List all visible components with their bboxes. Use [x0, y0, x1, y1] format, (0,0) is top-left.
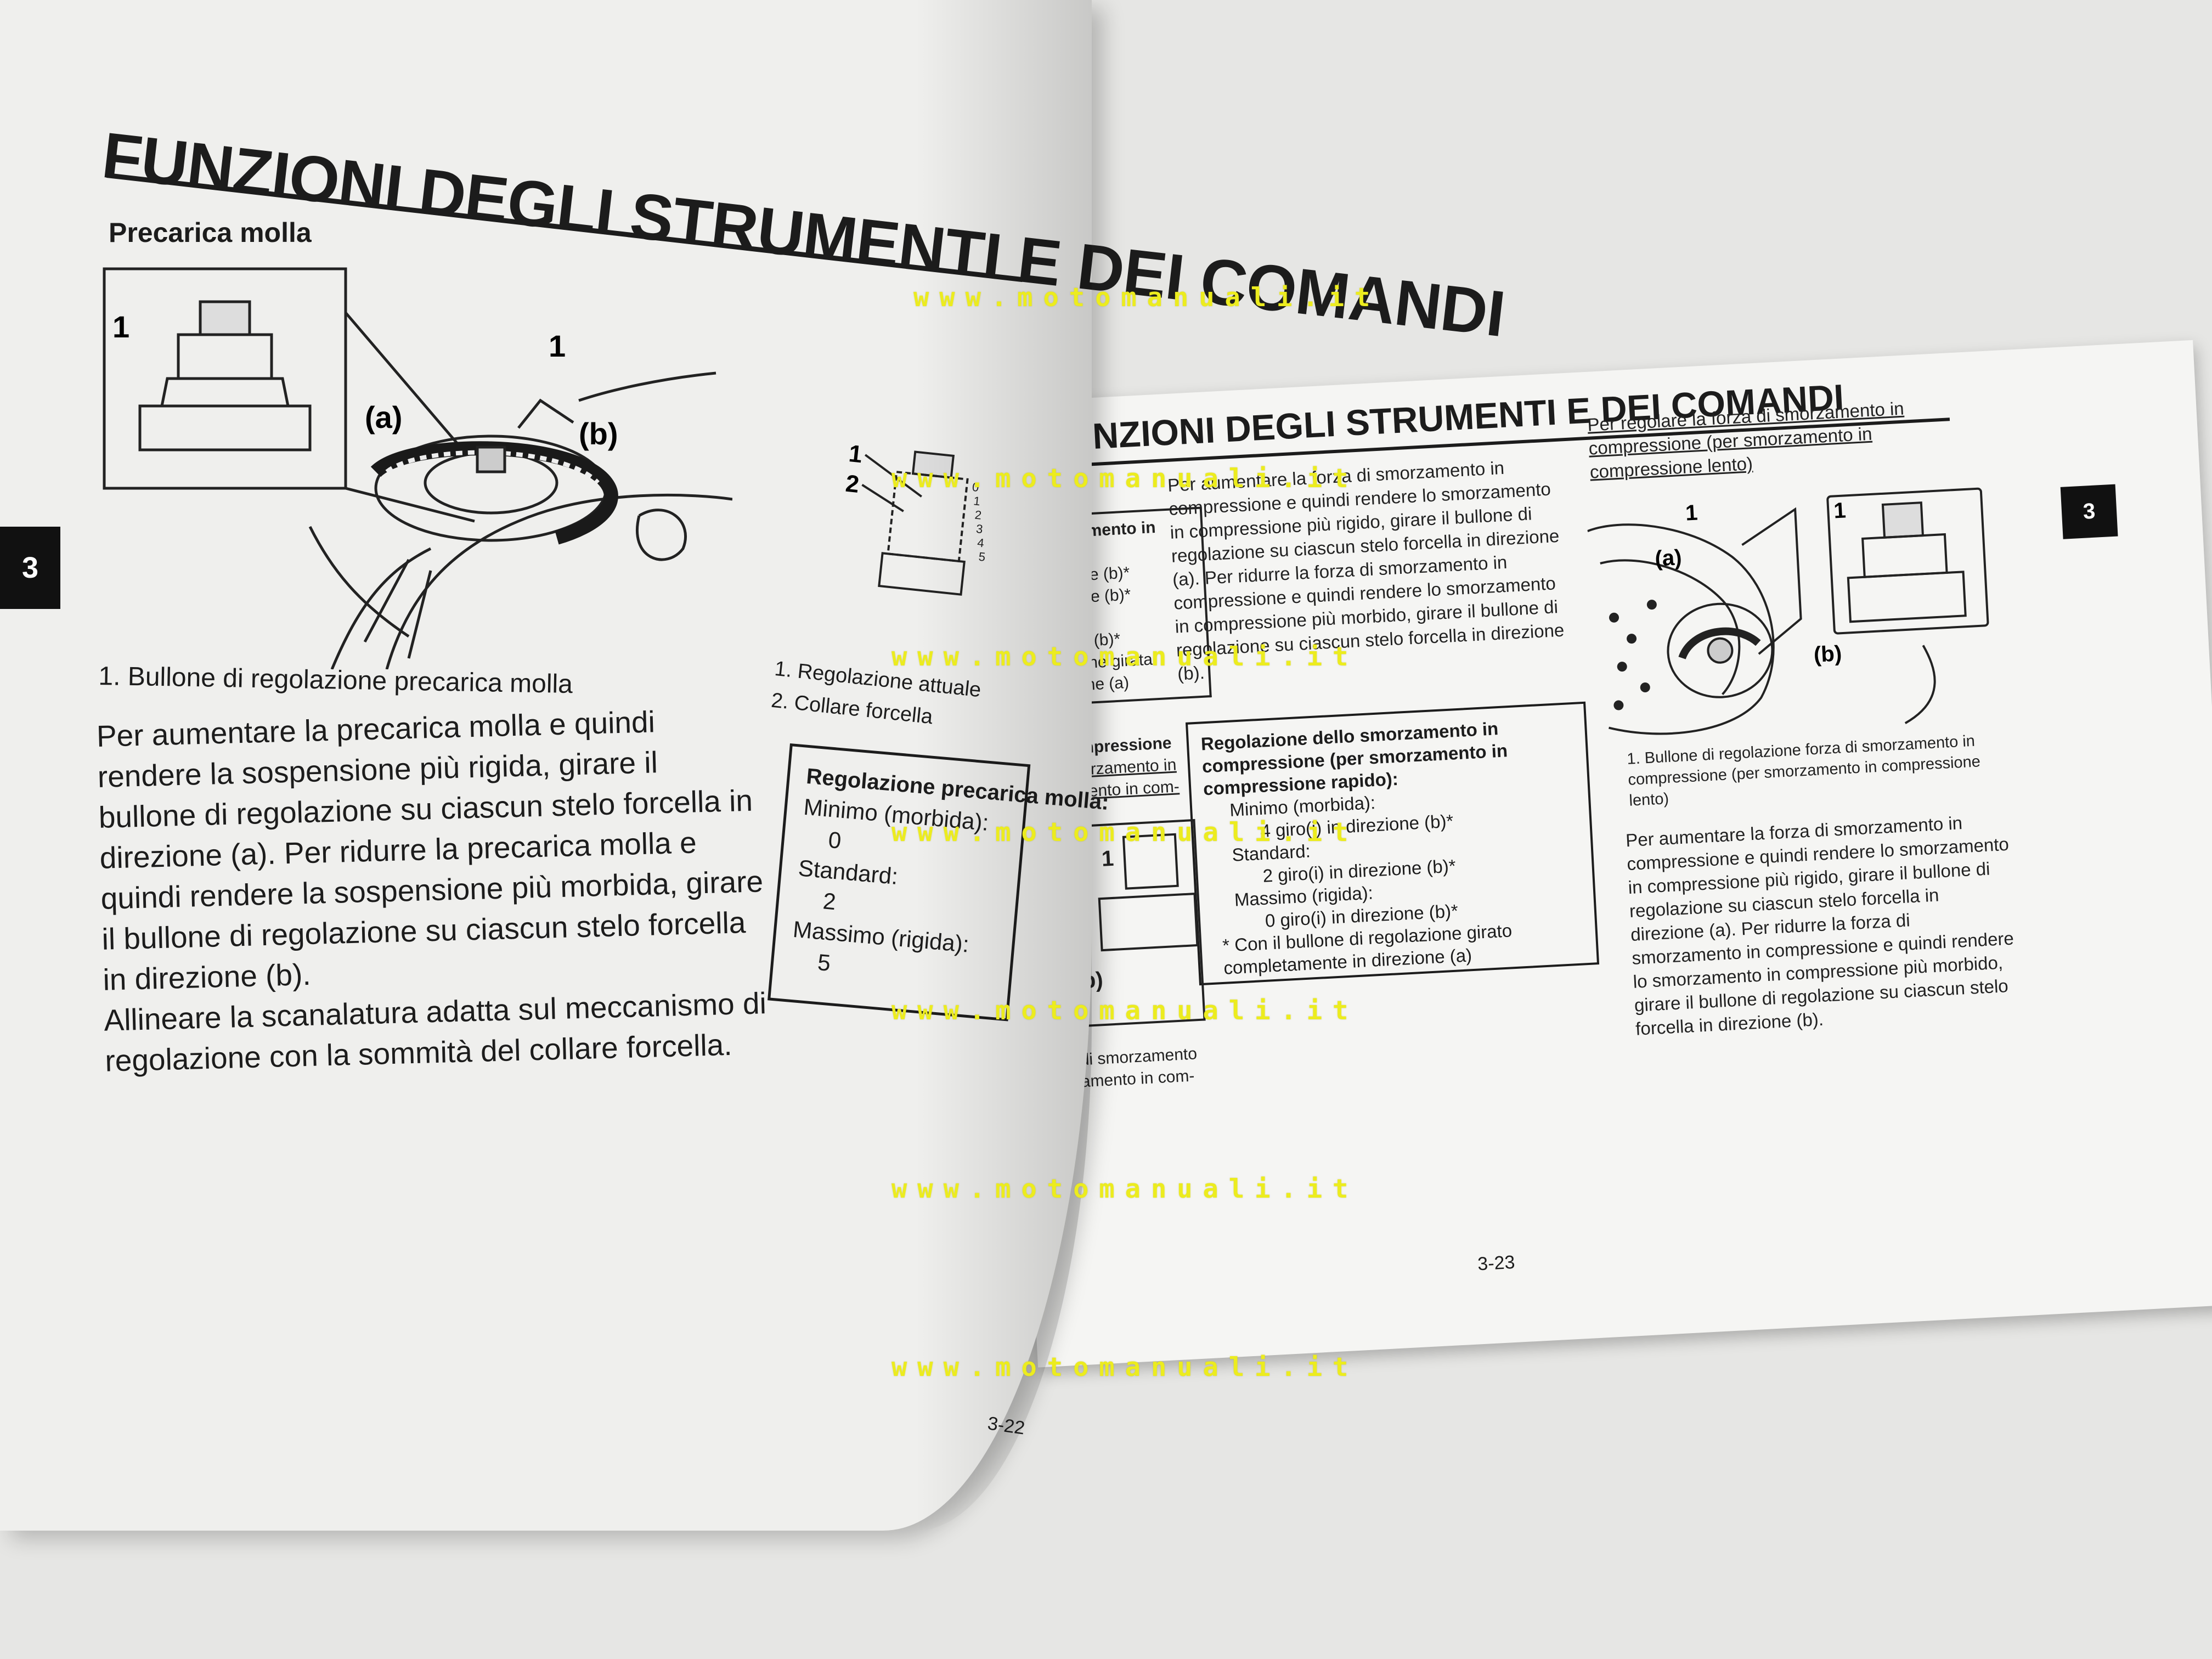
fig-label-b: (b) — [1813, 641, 1842, 667]
scale-mark: 5 — [978, 550, 986, 564]
watermark: www.motomanuali.it — [891, 817, 1359, 848]
compression-adjuster-illustration: 1 1 (a) (b) — [1587, 487, 1989, 735]
fig-label-1b: 1 — [549, 329, 566, 363]
right-col2-body: Per aumentare la forza di smorzamento in… — [1625, 809, 2019, 1041]
scale-mark: 3 — [975, 522, 984, 536]
fig-label-b: (b) — [579, 416, 618, 451]
section-heading: Precarica molla — [109, 217, 312, 248]
left-page-number: 3-22 — [986, 1413, 1026, 1439]
preload-adjuster-illustration: 1 1 (a) (b) — [103, 267, 732, 669]
right-page: FUNZIONI DEGLI STRUMENTI E DEI COMANDI P… — [988, 340, 2212, 1368]
fig-label-a: (a) — [1654, 545, 1682, 571]
scale-mark: 2 — [974, 508, 983, 522]
watermark: www.motomanuali.it — [913, 283, 1381, 313]
left-paragraph-1: Per aumentare la precarica molla e quind… — [96, 704, 764, 997]
watermark: www.motomanuali.it — [891, 1352, 1359, 1383]
fig-label-a: (a) — [365, 400, 402, 435]
left-page: FUNZIONI DEGLI STRUMENTI E DEI COMANDI P… — [0, 0, 1508, 1531]
left-paragraph-2: Allineare la scanalatura adatta sul mecc… — [103, 986, 767, 1078]
watermark: www.motomanuali.it — [891, 464, 1359, 494]
watermark: www.motomanuali.it — [891, 1174, 1359, 1204]
fig-label-1b: 1 — [1833, 498, 1847, 523]
fig-label-1a: 1 — [112, 309, 129, 344]
right-col2-paragraph: Per aumentare la forza di smorzamento in… — [1625, 812, 2015, 1039]
scale-mark: 1 — [973, 494, 981, 508]
fig-label-1a: 1 — [1685, 501, 1699, 526]
watermark: www.motomanuali.it — [891, 996, 1359, 1026]
right-figure-caption: 1. Bullone di regolazione forza di smorz… — [1626, 732, 1981, 810]
hidden-fig-label-1: 1 — [1101, 846, 1115, 871]
right-page-number: 3-23 — [1477, 1251, 1516, 1275]
collar-label-1: 1 — [848, 440, 864, 468]
left-body-text: Per aumentare la precarica molla e quind… — [96, 698, 769, 1081]
scale-mark: 4 — [977, 535, 985, 550]
collar-label-2: 2 — [844, 470, 860, 498]
watermark: www.motomanuali.it — [891, 642, 1359, 672]
left-chapter-tab: 3 — [0, 527, 60, 609]
right-chapter-tab: 3 — [2060, 484, 2118, 539]
preload-spec-box: Regolazione precarica molla: Minimo (mor… — [768, 743, 1110, 1022]
hidden-fig-collar — [1098, 893, 1199, 952]
